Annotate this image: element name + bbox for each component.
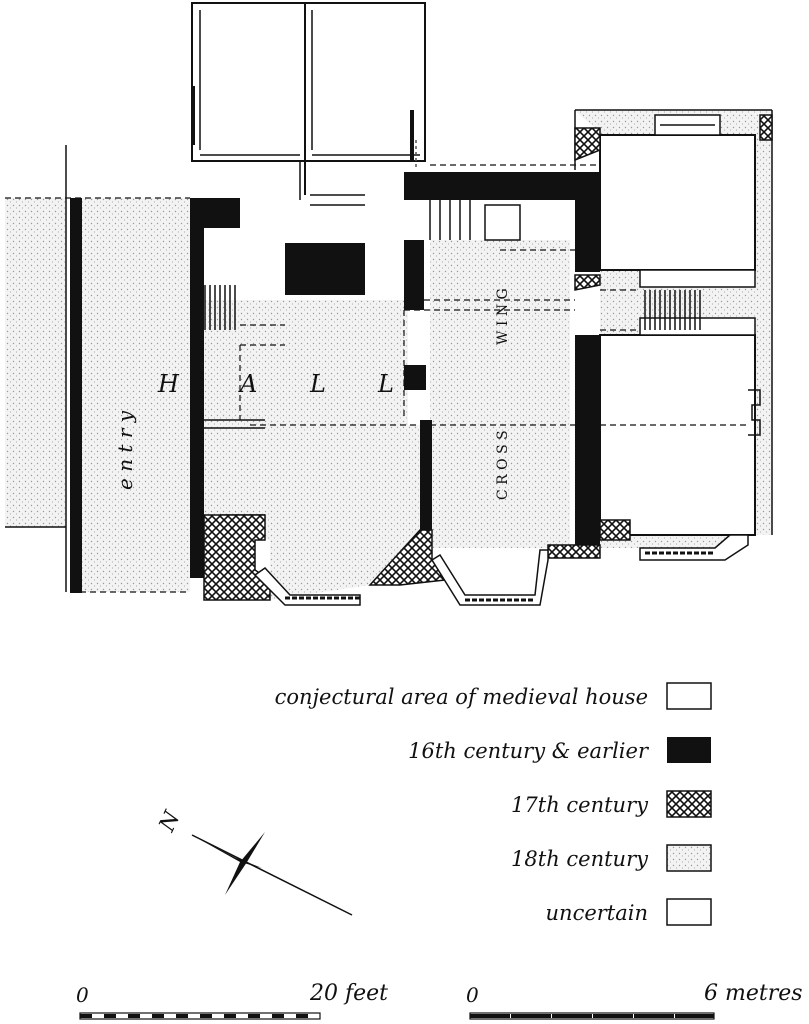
legend-label-18th: 18th century <box>511 847 649 871</box>
legend-swatch-16th <box>667 737 711 763</box>
legend: conjectural area of medieval house 16th … <box>275 682 712 926</box>
legend-label-uncertain: uncertain <box>546 901 648 925</box>
wing-label: W I N G <box>495 288 511 345</box>
room-labels: e n t r y H A L L C R O S S W I N G <box>113 288 511 500</box>
scale-feet-end: 20 feet <box>309 981 388 1006</box>
legend-swatch-medieval <box>666 682 712 710</box>
scale-metres: 0 6 metres <box>466 981 803 1020</box>
entry-label: e n t r y <box>113 410 137 490</box>
scale-metres-start: 0 <box>466 983 479 1007</box>
legend-label-medieval: conjectural area of medieval house <box>275 685 648 709</box>
legend-swatch-uncertain <box>666 898 712 926</box>
legend-label-17th: 17th century <box>511 793 649 817</box>
legend-label-16th: 16th century & earlier <box>408 739 650 763</box>
legend-swatch-18th <box>666 844 712 872</box>
scale-metres-end: 6 metres <box>704 981 803 1006</box>
crosshatch-areas <box>203 114 773 601</box>
thin-walls <box>191 10 761 516</box>
black-walls <box>70 172 600 593</box>
dashed-lines <box>5 164 748 593</box>
hall-letter-h: H <box>157 370 180 398</box>
hall-letter-a: A <box>238 370 257 398</box>
legend-swatch-17th <box>666 790 712 818</box>
hall-letter-l2: L <box>377 370 394 398</box>
north-arrow: N <box>154 807 353 916</box>
hall-letter-l1: L <box>309 370 326 398</box>
scale-feet-start: 0 <box>76 983 89 1007</box>
north-label: N <box>154 807 186 837</box>
scale-feet: 0 20 feet <box>76 981 388 1020</box>
bay-windows <box>253 534 749 606</box>
cross-label: C R O S S <box>495 430 511 500</box>
